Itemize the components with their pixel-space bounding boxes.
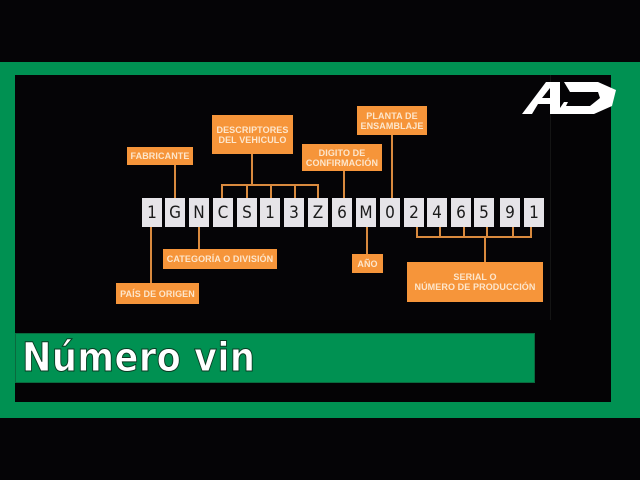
ad-logo-icon	[522, 82, 616, 114]
connector-categoria	[198, 227, 200, 249]
connector-tick	[317, 184, 319, 198]
vin-char-6: 1	[260, 198, 280, 227]
connector-tick	[416, 227, 418, 237]
connector-tick	[512, 227, 514, 237]
vin-char-15: 5	[474, 198, 494, 227]
connector-descriptores-stem	[251, 154, 253, 184]
connector-fabricante	[174, 165, 176, 198]
vin-char-4: C	[213, 198, 233, 227]
label-pais-origen: PAÍS DE ORIGEN	[116, 283, 199, 304]
vin-char-17: 1	[524, 198, 544, 227]
title-banner	[15, 333, 535, 383]
vin-char-16: 9	[500, 198, 520, 227]
connector-serial-stem	[484, 236, 486, 262]
vin-char-12: 2	[404, 198, 424, 227]
connector-tick	[439, 227, 441, 237]
label-fabricante: FABRICANTE	[127, 147, 193, 165]
vin-char-2: G	[165, 198, 185, 227]
connector-planta	[391, 135, 393, 198]
vin-char-10: M	[356, 198, 376, 227]
connector-tick	[294, 184, 296, 198]
connector-digito	[343, 171, 345, 198]
vin-char-3: N	[189, 198, 209, 227]
connector-serial-bar	[416, 236, 532, 238]
vin-char-8: Z	[308, 198, 328, 227]
label-categoria-division: CATEGORÍA O DIVISIÓN	[163, 249, 277, 269]
connector-tick	[530, 227, 532, 237]
vin-char-14: 6	[451, 198, 471, 227]
vin-char-7: 3	[284, 198, 304, 227]
vin-char-1: 1	[142, 198, 162, 227]
vin-char-5: S	[237, 198, 257, 227]
vin-char-11: 0	[380, 198, 400, 227]
vin-char-9: 6	[332, 198, 352, 227]
connector-pais	[150, 227, 152, 285]
vin-char-13: 4	[427, 198, 447, 227]
connector-tick	[221, 184, 223, 198]
label-ano: AÑO	[352, 254, 383, 273]
connector-tick	[486, 227, 488, 237]
page-title: Número vin	[22, 335, 256, 382]
connector-ano	[366, 227, 368, 254]
connector-tick	[246, 184, 248, 198]
connector-tick	[270, 184, 272, 198]
connector-tick	[463, 227, 465, 237]
